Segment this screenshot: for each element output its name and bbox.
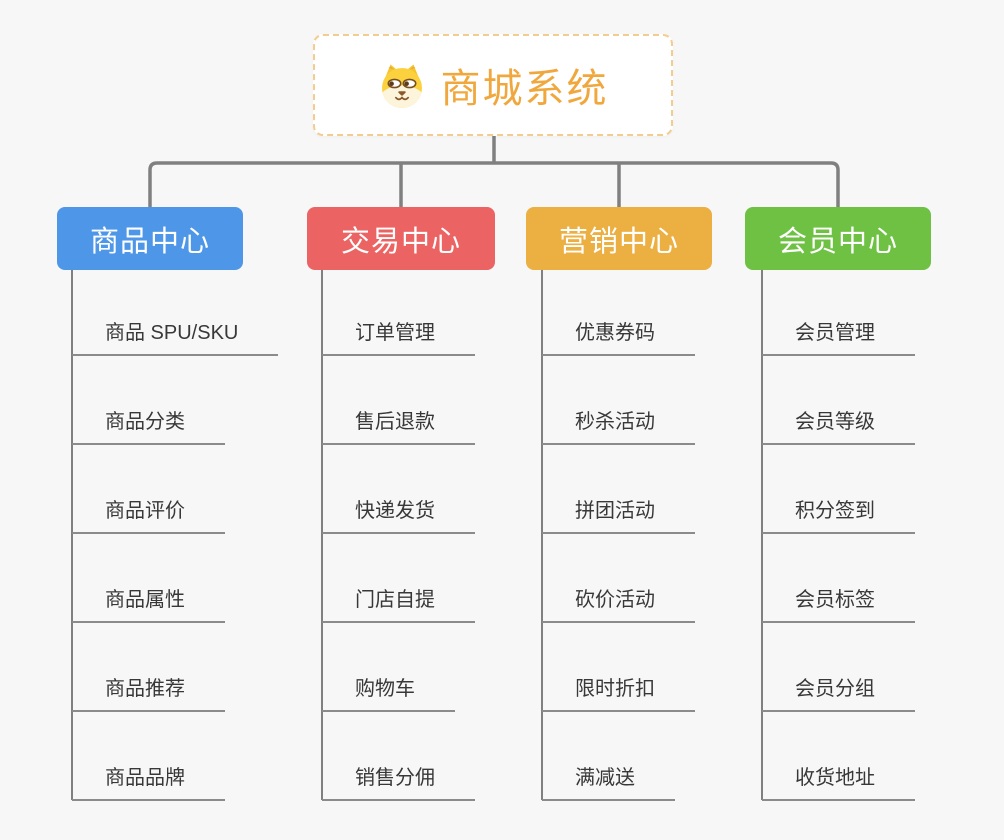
branch-node-2[interactable]: 营销中心 — [526, 207, 712, 270]
leaf-node[interactable]: 商品属性 — [72, 586, 225, 623]
leaf-node[interactable]: 售后退款 — [322, 408, 475, 445]
leaf-node[interactable]: 会员分组 — [762, 675, 915, 712]
leaf-node[interactable]: 会员标签 — [762, 586, 915, 623]
leaf-node[interactable]: 商品推荐 — [72, 675, 225, 712]
branch-node-0[interactable]: 商品中心 — [57, 207, 243, 270]
branch-label: 商品中心 — [89, 225, 210, 258]
leaf-node[interactable]: 优惠券码 — [542, 319, 695, 356]
leaf-node[interactable]: 订单管理 — [322, 319, 475, 356]
branch-label: 交易中心 — [340, 225, 461, 258]
leaf-node[interactable]: 购物车 — [322, 675, 455, 712]
shiba-dog-icon — [378, 62, 426, 109]
root-node[interactable]: 商城系统 — [313, 34, 673, 136]
branch-node-1[interactable]: 交易中心 — [307, 207, 495, 270]
leaf-node[interactable]: 秒杀活动 — [542, 408, 695, 445]
leaf-node[interactable]: 商品品牌 — [72, 764, 225, 801]
leaf-node[interactable]: 商品 SPU/SKU — [72, 319, 279, 356]
leaf-node[interactable]: 销售分佣 — [322, 764, 475, 801]
leaf-node[interactable]: 会员管理 — [762, 319, 915, 356]
leaf-node[interactable]: 会员等级 — [762, 408, 915, 445]
leaf-node[interactable]: 快递发货 — [322, 497, 475, 534]
leaf-node[interactable]: 收货地址 — [762, 764, 915, 801]
leaf-node[interactable]: 积分签到 — [762, 497, 915, 534]
leaf-node[interactable]: 满减送 — [542, 764, 675, 801]
leaf-node[interactable]: 拼团活动 — [542, 497, 695, 534]
leaf-node[interactable]: 商品分类 — [72, 408, 225, 445]
branch-label: 营销中心 — [558, 225, 679, 258]
branch-label: 会员中心 — [777, 225, 898, 258]
leaf-node[interactable]: 商品评价 — [72, 497, 225, 534]
branch-node-3[interactable]: 会员中心 — [745, 207, 931, 270]
leaf-node[interactable]: 限时折扣 — [542, 675, 695, 712]
root-title: 商城系统 — [440, 67, 609, 111]
leaf-node[interactable]: 砍价活动 — [542, 586, 695, 623]
leaf-node[interactable]: 门店自提 — [322, 586, 475, 623]
